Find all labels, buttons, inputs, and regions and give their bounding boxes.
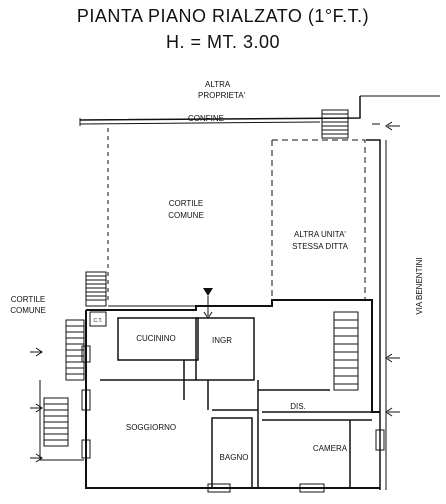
arrow-markers bbox=[30, 121, 400, 463]
label-cortile-comune-1: CORTILE bbox=[169, 199, 204, 208]
label-soggiorno: SOGGIORNO bbox=[126, 423, 176, 432]
label-cortile-left-2: COMUNE bbox=[10, 306, 46, 315]
boundary-line bbox=[79, 95, 440, 126]
stairs-right bbox=[333, 311, 359, 391]
stairs-left bbox=[39, 271, 107, 461]
label-altra-unita-2: STESSA DITTA bbox=[292, 242, 349, 251]
label-altra: ALTRA bbox=[205, 80, 231, 89]
label-via: VIA BENENTINI bbox=[415, 257, 424, 314]
label-dis: DIS. bbox=[290, 402, 306, 411]
label-proprieta: PROPRIETA' bbox=[198, 91, 246, 100]
interior-walls bbox=[100, 317, 372, 489]
right-boundary bbox=[366, 123, 387, 490]
stairs-top-right bbox=[321, 109, 349, 139]
label-confine: CONFINE bbox=[188, 114, 224, 123]
entrance-marker bbox=[203, 288, 213, 296]
small-room bbox=[89, 311, 107, 327]
label-cortile-comune-2: COMUNE bbox=[168, 211, 204, 220]
label-small-room: C.T. bbox=[94, 318, 103, 324]
building-walls bbox=[85, 299, 380, 489]
label-ingr: INGR bbox=[212, 336, 232, 345]
windows bbox=[81, 345, 385, 493]
plan-title: PIANTA PIANO RIALZATO (1°F.T.) bbox=[76, 6, 370, 26]
label-camera: CAMERA bbox=[313, 444, 348, 453]
label-bagno: BAGNO bbox=[220, 453, 249, 462]
label-cortile-left-1: CORTILE bbox=[11, 295, 46, 304]
other-unit-outline bbox=[271, 139, 366, 301]
label-cucinino: CUCININO bbox=[136, 334, 176, 343]
plan-height-note: H. = MT. 3.00 bbox=[165, 32, 281, 52]
label-altra-unita-1: ALTRA UNITA' bbox=[294, 230, 346, 239]
